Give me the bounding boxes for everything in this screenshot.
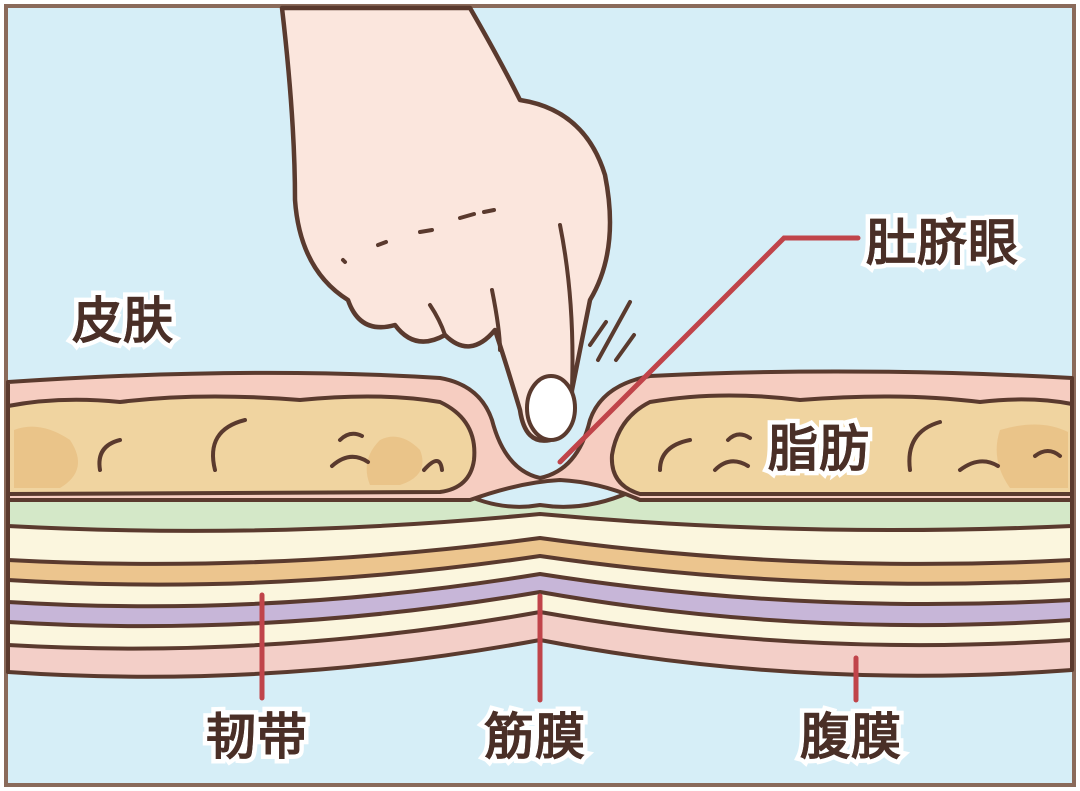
ligament-label: 韧带 韧带 xyxy=(202,708,312,767)
navel-pointer xyxy=(557,235,861,465)
fat-texture xyxy=(97,418,1062,472)
skin-label: 皮肤 皮肤 xyxy=(68,292,178,351)
fat-left xyxy=(6,394,477,496)
fascia-label: 筋膜 筋膜 xyxy=(480,708,590,767)
hand-details xyxy=(341,208,575,390)
fat-label: 脂肪 脂肪 xyxy=(764,420,874,479)
pointer-lines xyxy=(259,235,861,703)
fat-right xyxy=(609,393,1074,496)
navel-label: 肚脐眼 肚脐眼 xyxy=(862,214,1023,273)
peritoneum-label: 腹膜 腹膜 xyxy=(796,708,906,767)
motion-lines xyxy=(588,300,636,362)
hand xyxy=(279,5,613,443)
